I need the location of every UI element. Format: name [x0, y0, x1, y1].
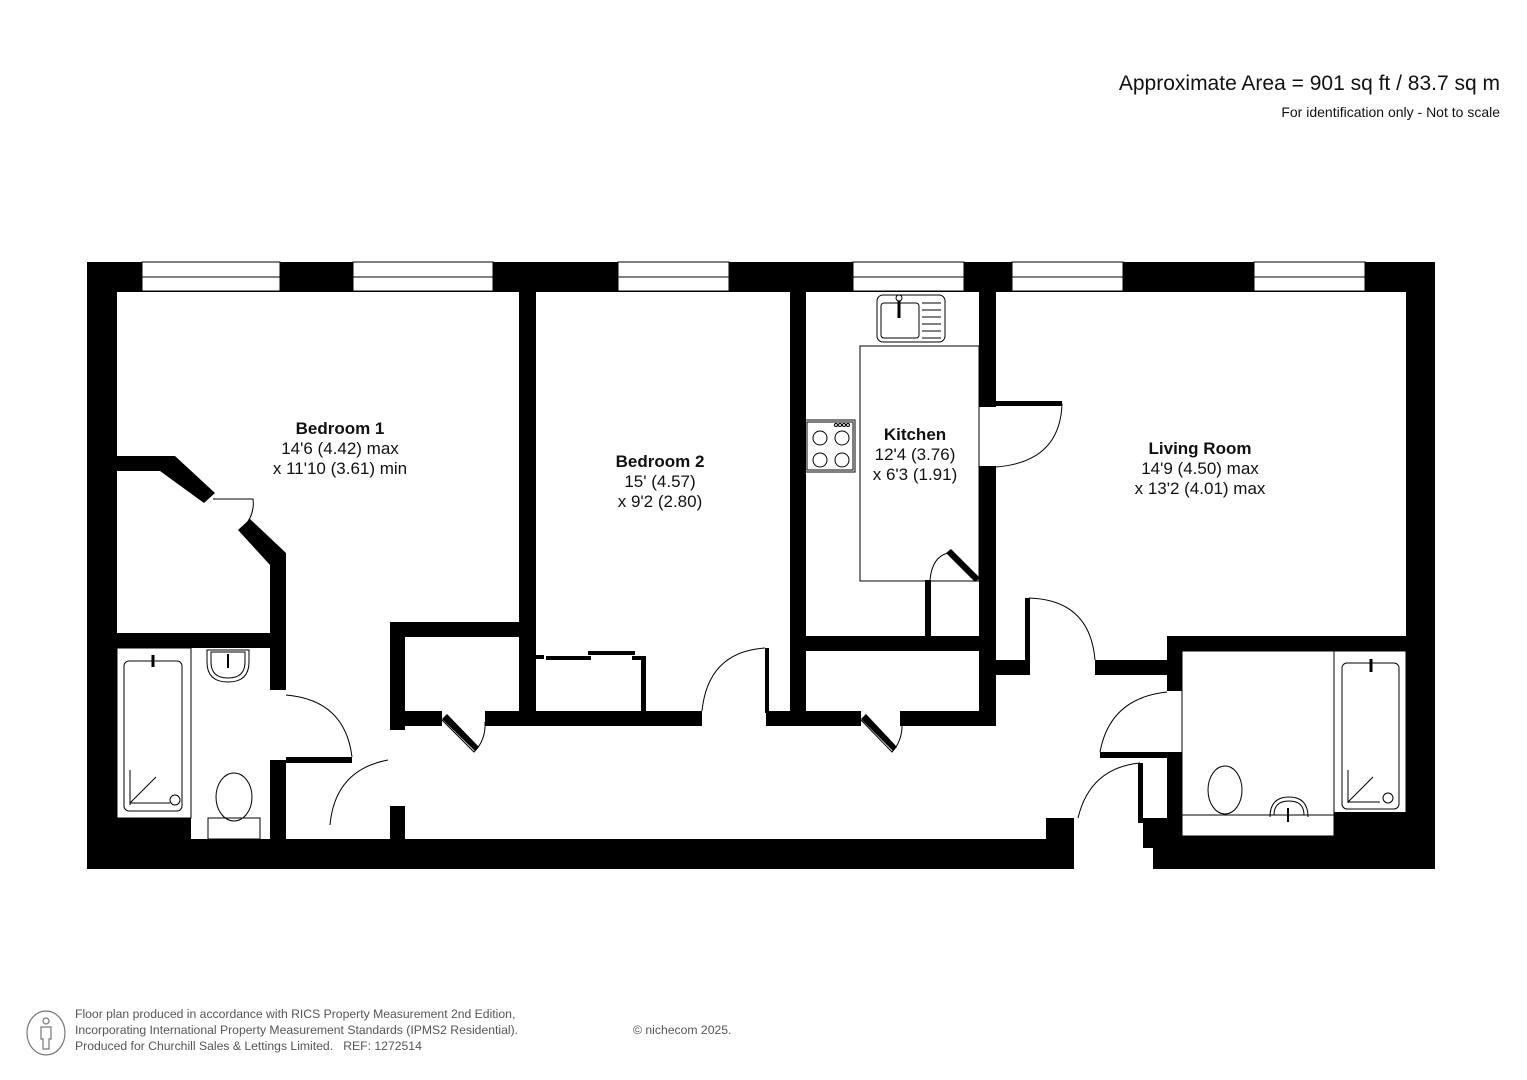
bath-icon [1333, 650, 1407, 815]
footer-line-3: Produced for Churchill Sales & Lettings … [75, 1039, 422, 1053]
footer-line-1: Floor plan produced in accordance with R… [75, 1007, 516, 1021]
bathroom-2-floor [1181, 650, 1335, 837]
scale-disclaimer: For identification only - Not to scale [1281, 104, 1500, 120]
room-dimension: x 11'10 (3.61) min [272, 459, 408, 478]
toilet-icon [1207, 765, 1243, 815]
room-name: Living Room [1148, 439, 1252, 458]
basin-icon [1269, 796, 1309, 822]
room-name: Bedroom 1 [295, 419, 385, 438]
approximate-area: Approximate Area = 901 sq ft / 83.7 sq m [1118, 72, 1500, 95]
copyright: © nichecom 2025. [633, 1023, 732, 1037]
room-dimension: x 13'2 (4.01) max [1134, 479, 1266, 498]
room-name: Kitchen [883, 425, 947, 444]
room-bedroom-2: Bedroom 2 15' (4.57) x 9'2 (2.80) [616, 452, 705, 512]
footer-text: Floor plan produced in accordance with R… [75, 1006, 731, 1054]
room-bedroom-1: Bedroom 1 14'6 (4.42) max x 11'10 (3.61)… [273, 419, 407, 479]
kitchen-counter [859, 345, 980, 582]
hob-icon [804, 419, 856, 473]
footer-line-2: Incorporating International Property Mea… [75, 1023, 519, 1037]
window-icon [141, 261, 1366, 292]
room-dimension: x 6'3 (1.91) [872, 465, 958, 484]
room-dimension: 12'4 (3.76) [874, 445, 956, 464]
room-dimension: x 9'2 (2.80) [617, 492, 703, 511]
room-dimension: 15' (4.57) [624, 472, 696, 491]
person-scale-icon [26, 1010, 66, 1056]
sink-icon [876, 294, 946, 343]
room-dimension: 14'9 (4.50) max [1141, 459, 1259, 478]
room-living-room: Living Room 14'9 (4.50) max x 13'2 (4.01… [1135, 439, 1266, 499]
room-kitchen: Kitchen 12'4 (3.76) x 6'3 (1.91) [873, 425, 958, 485]
toilet-icon [207, 772, 261, 840]
bath-icon [116, 647, 192, 819]
room-dimension: 14'6 (4.42) max [281, 439, 399, 458]
room-name: Bedroom 2 [615, 452, 705, 471]
walls [87, 262, 1435, 869]
basin-icon [206, 649, 250, 683]
